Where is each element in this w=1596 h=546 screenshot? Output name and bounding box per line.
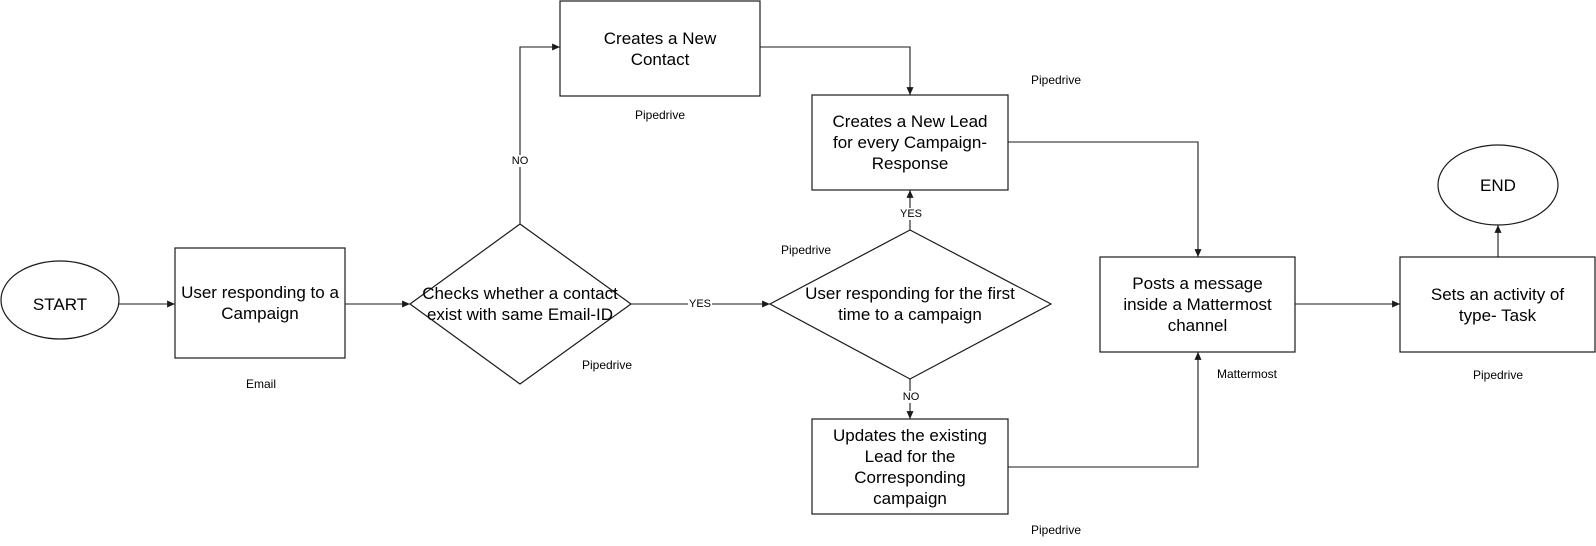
set-activity-box [1399,256,1596,353]
create-lead-label: Creates a New Lead for every Campaign-Re… [832,112,988,173]
first-time-label: User responding for the first time to a … [805,284,1015,324]
edge-label-first-no: NO [901,391,921,403]
tool-caption-activity: Pipedrive [1472,368,1524,382]
check-contact-label: Checks whether a contact exist with same… [422,284,618,324]
end-label: END [1480,175,1516,195]
user-responding-box [174,247,346,359]
create-contact-label: Creates a New Contact [603,28,717,69]
edge-contact-to-lead [760,46,914,95]
tool-caption-check: Pipedrive [581,358,633,372]
edge-update-to-post [1008,352,1202,468]
edge-label-first-yes: YES [898,208,924,220]
edge-check-no-to-contact [519,43,560,224]
post-message-label: Posts a message inside a Mattermost chan… [1123,274,1272,335]
create-lead-box [811,94,1009,191]
tool-caption-lead: Pipedrive [1030,73,1082,87]
start-terminal [0,260,120,340]
check-contact-decision [408,223,633,385]
update-lead-label: Updates the existing Lead for the Corres… [832,425,988,508]
user-responding-label: User responding to a Campaign [181,283,339,323]
edge-label-check-no: NO [510,155,530,167]
post-message-box [1099,256,1296,353]
update-lead-box [811,418,1009,515]
start-label: START [32,294,88,314]
edge-label-check-yes: YES [687,298,713,310]
create-contact-box [559,0,761,97]
tool-caption-first-time: Pipedrive [780,243,832,257]
edge-lead-to-post [1008,141,1202,257]
tool-caption-contact: Pipedrive [634,108,686,122]
tool-caption-update: Pipedrive [1030,523,1082,537]
tool-caption-email: Email [245,377,277,391]
tool-caption-mattermost: Mattermost [1216,367,1278,381]
set-activity-label: Sets an activity of type- Task [1430,284,1565,325]
